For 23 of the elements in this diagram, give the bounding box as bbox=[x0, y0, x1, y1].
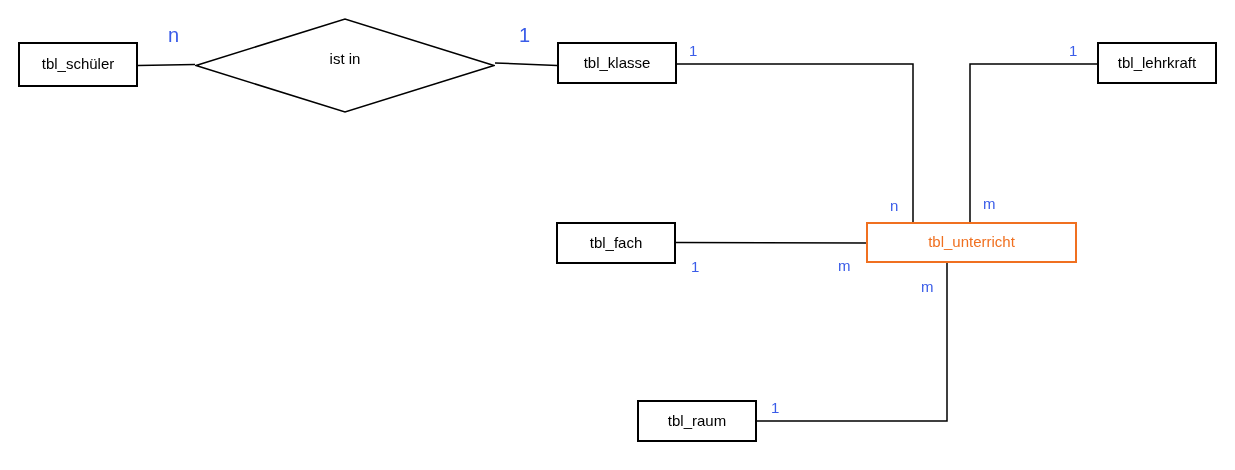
entity-box: tbl_lehrkraft bbox=[1097, 42, 1217, 84]
connector-line bbox=[494, 62, 558, 67]
cardinality-label: m bbox=[838, 256, 851, 276]
connector-line bbox=[676, 63, 914, 223]
connector-line bbox=[756, 262, 948, 422]
cardinality-label: 1 bbox=[771, 398, 780, 418]
cardinality-label: 1 bbox=[689, 41, 698, 61]
connector-line bbox=[675, 241, 867, 244]
cardinality-label: 1 bbox=[1069, 41, 1078, 61]
entity-box: tbl_raum bbox=[637, 400, 757, 442]
cardinality-label: m bbox=[921, 277, 934, 297]
entity-box: tbl_fach bbox=[556, 222, 676, 264]
relationship-label: ist in bbox=[329, 49, 361, 69]
connector-line bbox=[969, 63, 1098, 223]
cardinality-label: n bbox=[890, 196, 899, 216]
cardinality-label: 1 bbox=[691, 257, 700, 277]
cardinality-label: 1 bbox=[519, 23, 531, 48]
cardinality-label: n bbox=[168, 23, 180, 48]
cardinality-label: m bbox=[983, 194, 996, 214]
entity-box: tbl_schüler bbox=[18, 42, 138, 87]
connector-line bbox=[137, 63, 196, 67]
entity-box: tbl_unterricht bbox=[866, 222, 1077, 263]
entity-box: tbl_klasse bbox=[557, 42, 677, 84]
